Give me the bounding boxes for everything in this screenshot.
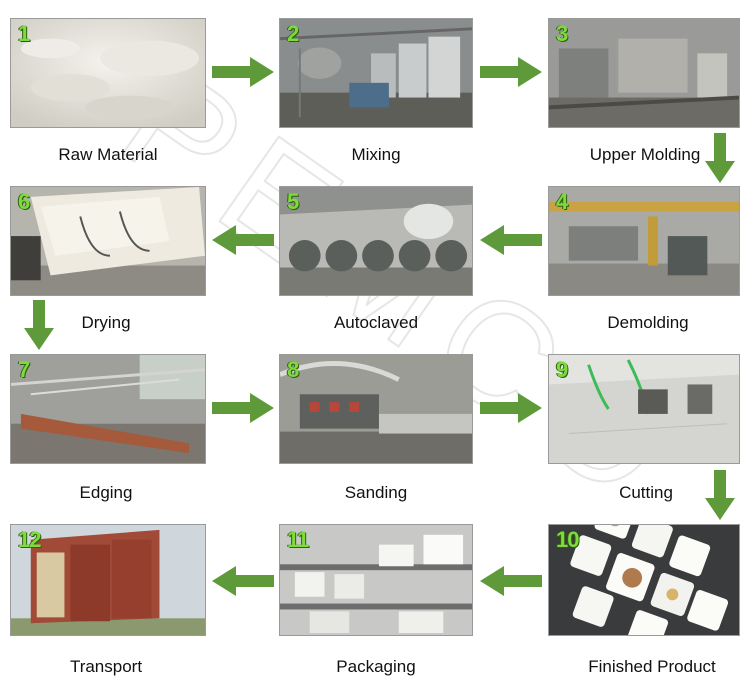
step-2-label: Mixing bbox=[351, 145, 401, 164]
transport-container-image bbox=[11, 525, 205, 635]
step-4-label: Demolding bbox=[607, 313, 689, 332]
step-1-label: Raw Material bbox=[58, 145, 158, 164]
step-10-label: Finished Product bbox=[588, 657, 716, 676]
arrow-down-icon bbox=[705, 133, 735, 183]
step-number: 11 bbox=[287, 527, 309, 552]
packaging-image bbox=[280, 525, 472, 635]
step-12-label: Transport bbox=[69, 657, 143, 676]
step-number: 4 bbox=[556, 189, 568, 214]
step-8-label: Sanding bbox=[344, 483, 408, 502]
step-number: 2 bbox=[287, 21, 299, 46]
arrow-left-icon bbox=[480, 225, 542, 255]
step-5-label: Autoclaved bbox=[333, 313, 419, 332]
arrow-right-icon bbox=[212, 57, 274, 87]
step-number: 12 bbox=[18, 527, 42, 552]
step-number: 5 bbox=[287, 189, 299, 214]
step-number: 1 bbox=[18, 21, 30, 46]
step-1-photo: 1 bbox=[10, 18, 206, 128]
step-number: 10 bbox=[556, 527, 580, 552]
step-number: 7 bbox=[18, 357, 30, 382]
step-9-photo: 9 bbox=[548, 354, 740, 464]
step-7-photo: 7 bbox=[10, 354, 206, 464]
cutting-image bbox=[549, 355, 739, 463]
step-number: 3 bbox=[556, 21, 568, 46]
arrow-right-icon bbox=[212, 393, 274, 423]
step-2-photo: 2 bbox=[279, 18, 473, 128]
step-3-photo: 3 bbox=[548, 18, 740, 128]
arrow-left-icon bbox=[212, 566, 274, 596]
arrow-left-icon bbox=[212, 225, 274, 255]
step-number: 6 bbox=[18, 189, 30, 214]
step-8-photo: 8 bbox=[279, 354, 473, 464]
step-4-photo: 4 bbox=[548, 186, 740, 296]
step-3-label: Upper Molding bbox=[589, 145, 701, 164]
step-6-photo: 6 bbox=[10, 186, 206, 296]
arrow-left-icon bbox=[480, 566, 542, 596]
drying-image bbox=[11, 187, 205, 295]
sanding-image bbox=[280, 355, 472, 463]
step-number: 8 bbox=[287, 357, 299, 382]
autoclave-image bbox=[280, 187, 472, 295]
upper-molding-image bbox=[549, 19, 739, 127]
arrow-right-icon bbox=[480, 393, 542, 423]
step-9-label: Cutting bbox=[619, 483, 673, 502]
step-11-label: Packaging bbox=[336, 657, 416, 676]
arrow-down-icon bbox=[705, 470, 735, 520]
step-10-photo: 10 bbox=[548, 524, 740, 636]
step-11-photo: 11 bbox=[279, 524, 473, 636]
step-5-photo: 5 bbox=[279, 186, 473, 296]
demolding-image bbox=[549, 187, 739, 295]
mixing-plant-image bbox=[280, 19, 472, 127]
arrow-right-icon bbox=[480, 57, 542, 87]
step-7-label: Edging bbox=[79, 483, 133, 502]
step-12-photo: 12 bbox=[10, 524, 206, 636]
finished-product-image bbox=[549, 525, 739, 635]
raw-material-image bbox=[11, 19, 205, 127]
step-6-label: Drying bbox=[81, 313, 131, 332]
step-number: 9 bbox=[556, 357, 568, 382]
edging-image bbox=[11, 355, 205, 463]
arrow-down-icon bbox=[24, 300, 54, 350]
